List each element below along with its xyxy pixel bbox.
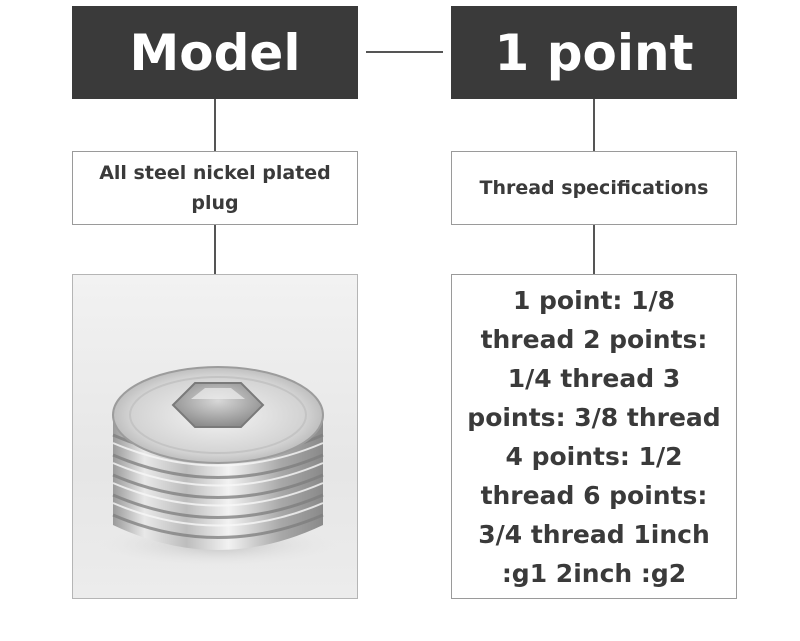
left-connector-bottom — [214, 225, 216, 274]
product-name: All steel nickel plated plug — [99, 162, 331, 214]
product-name-box: All steel nickel plated plug — [72, 151, 358, 225]
thread-spec-label-box: Thread specifications — [451, 151, 737, 225]
thread-spec-details-box: 1 point: 1/8 thread 2 points: 1/4 thread… — [451, 274, 737, 599]
plug-illustration — [98, 366, 338, 567]
header-connector-line — [366, 51, 443, 53]
model-header-label: Model — [129, 23, 301, 82]
right-connector-top — [593, 99, 595, 151]
thread-spec-label: Thread specifications — [479, 177, 709, 199]
product-photo — [72, 274, 358, 599]
point-header: 1 point — [451, 6, 737, 99]
thread-spec-details: 1 point: 1/8 thread 2 points: 1/4 thread… — [467, 285, 721, 588]
model-header: Model — [72, 6, 358, 99]
right-connector-bottom — [593, 225, 595, 274]
left-connector-top — [214, 99, 216, 151]
point-header-label: 1 point — [494, 23, 694, 82]
hex-socket-icon — [171, 382, 265, 428]
